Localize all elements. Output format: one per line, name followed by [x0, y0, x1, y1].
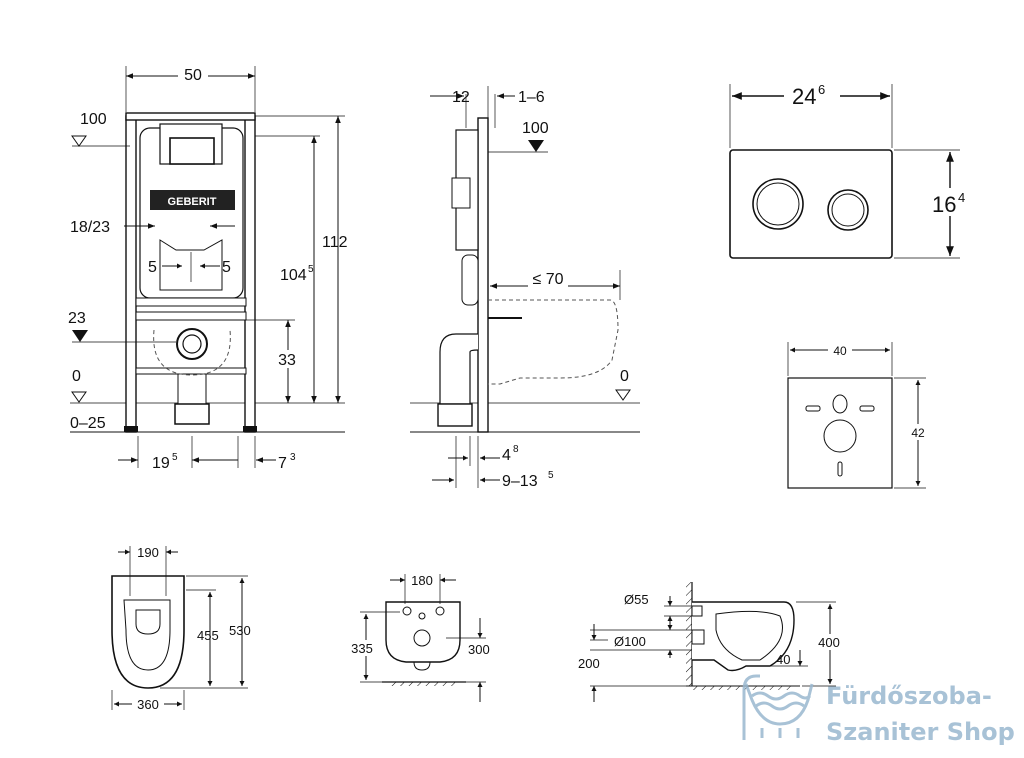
- bowl-front-view: 180 335 300: [348, 573, 490, 702]
- side-level-0-label: 0: [620, 368, 629, 385]
- drain-spacing-label: 18/23: [70, 219, 110, 236]
- projection-label: ≤ 70: [532, 271, 563, 288]
- frame-height-inner-label: 104: [280, 267, 307, 284]
- flush-plate-height-sup: 4: [958, 190, 965, 205]
- frame-front-view: GEBERIT 50 112 104 5 33 10: [68, 64, 348, 472]
- wall-plate-height-label: 42: [911, 426, 925, 440]
- foot-left-sup: 5: [172, 452, 178, 463]
- wall-plate-view: 40 42: [787, 342, 930, 489]
- wall-range-label: 1–6: [518, 89, 545, 106]
- frame-depth-label: 12: [452, 89, 470, 106]
- range-depth-sup: 5: [548, 470, 554, 481]
- foot-depth-sup: 8: [513, 444, 519, 455]
- bowl-width-label: 360: [137, 697, 159, 712]
- shop-logo-icon: [742, 674, 814, 740]
- bolt-spacing-label: 180: [411, 573, 433, 588]
- brand-label: GEBERIT: [168, 196, 217, 208]
- outlet-height-bowl-label: 300: [468, 642, 490, 657]
- foot-right-sup: 3: [290, 452, 296, 463]
- flush-plate-view: 24 6 16 4: [729, 82, 976, 259]
- flush-plate-height-label: 16: [932, 192, 956, 217]
- foot-left-label: 19: [152, 455, 170, 472]
- range-depth-label: 9–13: [502, 473, 538, 490]
- bowl-top-view: 190 455 530 360: [111, 545, 251, 712]
- inlet-diameter-label: Ø55: [624, 592, 649, 607]
- level-23-label: 23: [68, 310, 86, 327]
- foot-right-label: 7: [278, 455, 287, 472]
- flush-plate-width-label: 24: [792, 84, 816, 109]
- total-length-label: 530: [229, 623, 251, 638]
- inner-length-label: 455: [197, 628, 219, 643]
- floor-height-label: 200: [578, 656, 600, 671]
- frame-height-inner-sup: 5: [308, 264, 314, 275]
- watermark-line2: Szaniter Shop: [826, 718, 1015, 746]
- watermark: Fürdőszoba- Szaniter Shop: [742, 674, 1015, 746]
- level-0-label: 0: [72, 368, 81, 385]
- outlet-height-label: 33: [278, 352, 296, 369]
- offset-right-label: 5: [222, 259, 231, 276]
- frame-height-total-label: 112: [322, 234, 348, 251]
- bowl-height-label: 400: [818, 635, 840, 650]
- level-100-label: 100: [80, 111, 107, 128]
- frame-width-label: 50: [184, 67, 202, 84]
- offset-left-label: 5: [148, 259, 157, 276]
- watermark-line1: Fürdőszoba-: [826, 682, 992, 710]
- flush-plate-width-sup: 6: [818, 82, 825, 97]
- outlet-diameter-label: Ø100: [614, 634, 646, 649]
- frame-side-view: 12 1–6 100 ≤ 70 0 4 8 9–13 5: [410, 86, 640, 490]
- bowl-side-view: Ø55 Ø100 200 400 40: [578, 582, 844, 702]
- seat-width-label: 190: [137, 545, 159, 560]
- wall-plate-width-label: 40: [833, 344, 847, 358]
- side-level-100-label: 100: [522, 120, 549, 137]
- floor-range-label: 0–25: [70, 415, 106, 432]
- foot-depth-label: 4: [502, 447, 511, 464]
- outlet-offset-label: 40: [776, 652, 790, 667]
- inlet-height-label: 335: [351, 641, 373, 656]
